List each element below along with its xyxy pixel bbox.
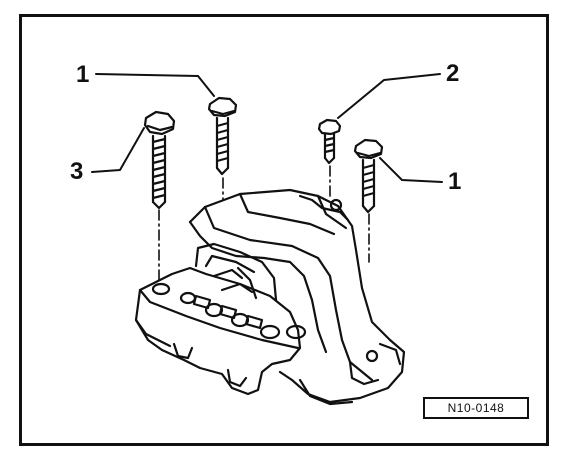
callout-bolt-2: 2: [446, 60, 460, 87]
bolt-2: [317, 118, 342, 165]
reference-code-label: N10-0148: [423, 397, 529, 419]
bolt-1-right: [353, 138, 384, 214]
engine-mount: [134, 188, 406, 406]
bolt-3: [143, 110, 176, 210]
callout-bolt-1-right: 1: [448, 168, 462, 195]
callout-bolt-1-left: 1: [76, 61, 90, 88]
callout-bolt-3: 3: [70, 158, 84, 185]
leader-lines: [91, 73, 443, 183]
alignment-lines: [158, 165, 370, 291]
bolt-1-left: [207, 96, 238, 176]
